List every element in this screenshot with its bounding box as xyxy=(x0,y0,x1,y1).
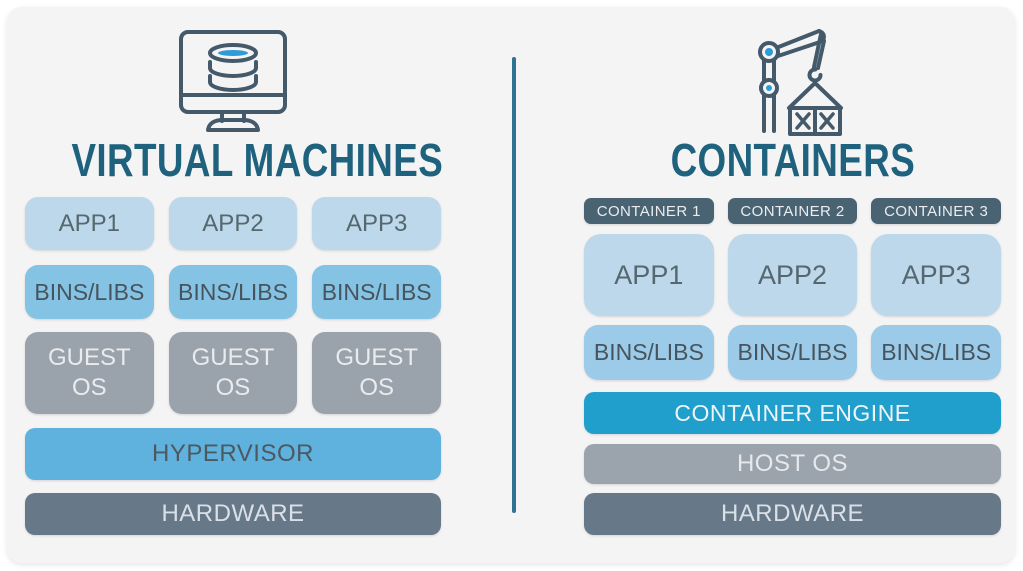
vm-app-row: APP1 APP2 APP3 xyxy=(25,197,441,250)
vm-title: VIRTUAL MACHINES xyxy=(25,133,442,186)
containers-section: CONTAINERS CONTAINER 1 CONTAINER 2 CONTA… xyxy=(584,7,1001,563)
vm-app2-box: APP2 xyxy=(168,197,298,250)
container3-label: CONTAINER 3 xyxy=(871,198,1001,224)
guest-os3-box: GUEST OS xyxy=(312,332,441,414)
containers-title-text: CONTAINERS xyxy=(670,134,915,186)
vm-bins3-box: BINS/LIBS xyxy=(312,265,441,319)
vm-icon-wrap xyxy=(25,29,441,133)
vm-bins1-box: BINS/LIBS xyxy=(25,265,154,319)
monitor-database-icon xyxy=(179,30,287,132)
container1-label: CONTAINER 1 xyxy=(584,198,714,224)
container-bins2-box: BINS/LIBS xyxy=(727,325,858,380)
guest-os2-box: GUEST OS xyxy=(168,332,298,414)
host-os-bar: HOST OS xyxy=(584,444,1001,484)
virtual-machines-section: VIRTUAL MACHINES APP1 APP2 APP3 BINS/LIB… xyxy=(25,7,443,563)
container-app1-box: APP1 xyxy=(584,234,714,316)
vm-app1-box: APP1 xyxy=(25,197,154,250)
container-bins3-box: BINS/LIBS xyxy=(871,325,1001,380)
containers-icon-wrap xyxy=(584,23,1001,136)
vm-hardware-bar: HARDWARE xyxy=(25,493,441,535)
container-label-row: CONTAINER 1 CONTAINER 2 CONTAINER 3 xyxy=(584,198,1001,224)
container-app3-box: APP3 xyxy=(871,234,1001,316)
section-divider xyxy=(512,57,516,513)
crane-container-icon xyxy=(757,29,843,136)
container-bins1-box: BINS/LIBS xyxy=(584,325,714,380)
infographic-panel: VIRTUAL MACHINES APP1 APP2 APP3 BINS/LIB… xyxy=(7,7,1015,563)
vm-bins-row: BINS/LIBS BINS/LIBS BINS/LIBS xyxy=(25,265,441,319)
container-engine-bar: CONTAINER ENGINE xyxy=(584,392,1001,434)
container-app-row: APP1 APP2 APP3 xyxy=(584,234,1001,316)
containers-hardware-bar: HARDWARE xyxy=(584,493,1001,535)
container-app2-box: APP2 xyxy=(727,234,858,316)
hypervisor-bar: HYPERVISOR xyxy=(25,428,441,480)
vm-bins2-box: BINS/LIBS xyxy=(168,265,298,319)
container-bins-row: BINS/LIBS BINS/LIBS BINS/LIBS xyxy=(584,325,1001,380)
guest-os1-box: GUEST OS xyxy=(25,332,154,414)
vm-guest-os-row: GUEST OS GUEST OS GUEST OS xyxy=(25,332,441,414)
containers-title: CONTAINERS xyxy=(584,133,1001,186)
vm-app3-box: APP3 xyxy=(312,197,441,250)
vm-title-text: VIRTUAL MACHINES xyxy=(71,134,444,186)
container2-label: CONTAINER 2 xyxy=(727,198,858,224)
